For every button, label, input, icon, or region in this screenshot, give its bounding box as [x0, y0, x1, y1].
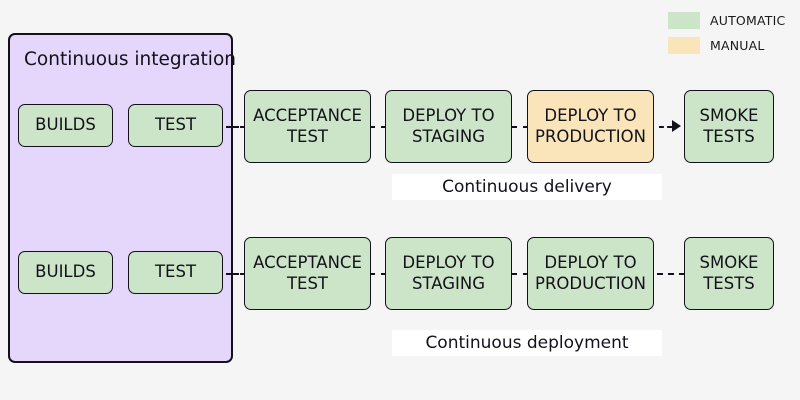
connector-acceptance-to-staging-row1	[369, 126, 387, 128]
connector-production-to-smoke-row1	[659, 126, 672, 128]
legend-label-manual: MANUAL	[710, 37, 765, 53]
legend-swatch-automatic	[668, 11, 700, 29]
deployment-stage-deploy-to-production[interactable]: DEPLOY TO PRODUCTION	[527, 237, 654, 310]
stage-line-2: TEST	[286, 126, 329, 146]
delivery-stage-deploy-to-staging[interactable]: DEPLOY TO STAGING	[385, 90, 512, 163]
delivery-stage-deploy-to-production[interactable]: DEPLOY TO PRODUCTION	[527, 90, 654, 163]
delivery-stage-deploy-to-staging-label: DEPLOY TO STAGING	[402, 106, 494, 148]
deployment-stage-acceptance-test-label: ACCEPTANCE TEST	[253, 253, 362, 295]
stage-line-2: STAGING	[411, 273, 486, 293]
ci-stage-test-row2[interactable]: TEST	[128, 251, 223, 294]
connector-staging-to-production-row2	[511, 273, 529, 275]
deployment-stage-deploy-to-staging[interactable]: DEPLOY TO STAGING	[385, 237, 512, 310]
legend-label-automatic: AUTOMATIC	[710, 12, 786, 28]
stage-line-1: DEPLOY TO	[544, 105, 637, 125]
ci-stage-test-row1-label: TEST	[154, 115, 197, 135]
stage-line-2: TESTS	[703, 126, 755, 146]
ci-stage-builds-row2-label: BUILDS	[35, 262, 96, 282]
stage-line-1: ACCEPTANCE	[253, 252, 362, 272]
ci-stage-builds-row2[interactable]: BUILDS	[18, 251, 113, 294]
stage-line-1: DEPLOY TO	[402, 252, 495, 272]
ci-stage-test-row2-label: TEST	[154, 262, 197, 282]
arrowhead-production-to-smoke-row1	[672, 120, 681, 132]
delivery-stage-smoke-tests-label: SMOKE TESTS	[700, 106, 759, 148]
stage-line-1: ACCEPTANCE	[253, 105, 362, 125]
deployment-stage-smoke-tests[interactable]: SMOKE TESTS	[684, 237, 774, 310]
ci-stage-test-row1[interactable]: TEST	[128, 104, 223, 147]
stage-line-2: TEST	[286, 273, 329, 293]
continuous-integration-title: Continuous integration	[24, 49, 236, 70]
connector-ci-to-acceptance-row2	[226, 273, 246, 275]
connector-acceptance-to-staging-row2	[369, 273, 387, 275]
continuous-integration-panel: Continuous integration	[8, 33, 236, 363]
ci-stage-builds-row1[interactable]: BUILDS	[18, 104, 113, 147]
stage-line-2: PRODUCTION	[535, 126, 646, 146]
delivery-stage-deploy-to-production-label: DEPLOY TO PRODUCTION	[535, 106, 646, 148]
stage-line-1: DEPLOY TO	[544, 252, 637, 272]
legend-item-automatic: AUTOMATIC	[668, 10, 793, 30]
stage-line-1: SMOKE	[699, 105, 759, 125]
delivery-stage-smoke-tests[interactable]: SMOKE TESTS	[684, 90, 774, 163]
stage-line-2: STAGING	[411, 126, 486, 146]
connector-production-to-smoke-row2	[657, 273, 685, 275]
deployment-stage-smoke-tests-label: SMOKE TESTS	[700, 253, 759, 295]
legend: AUTOMATIC MANUAL	[668, 10, 793, 60]
pipeline-label-continuous-delivery: Continuous delivery	[392, 174, 662, 200]
delivery-stage-acceptance-test[interactable]: ACCEPTANCE TEST	[244, 90, 371, 163]
deployment-stage-deploy-to-staging-label: DEPLOY TO STAGING	[402, 253, 494, 295]
stage-line-2: TESTS	[703, 273, 755, 293]
deployment-stage-acceptance-test[interactable]: ACCEPTANCE TEST	[244, 237, 371, 310]
stage-line-1: SMOKE	[699, 252, 759, 272]
delivery-stage-acceptance-test-label: ACCEPTANCE TEST	[253, 106, 362, 148]
deployment-stage-deploy-to-production-label: DEPLOY TO PRODUCTION	[535, 253, 646, 295]
connector-staging-to-production-row1	[511, 126, 529, 128]
connector-ci-to-acceptance-row1	[226, 126, 246, 128]
ci-stage-builds-row1-label: BUILDS	[35, 115, 96, 135]
pipeline-label-continuous-deployment: Continuous deployment	[392, 330, 662, 356]
legend-item-manual: MANUAL	[668, 35, 793, 55]
stage-line-2: PRODUCTION	[535, 273, 646, 293]
stage-line-1: DEPLOY TO	[402, 105, 495, 125]
legend-swatch-manual	[668, 36, 700, 54]
